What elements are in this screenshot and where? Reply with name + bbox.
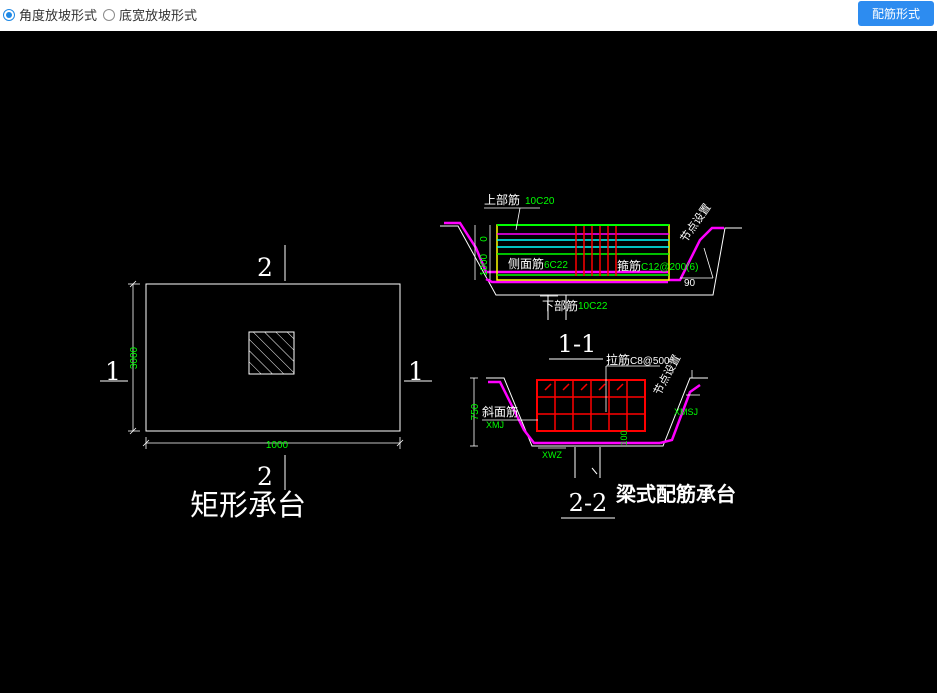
rect-section-left: 1 [105,357,121,386]
s11-side-bar-label: 侧面筋 [508,256,544,271]
rect-dim-height: 3000 [129,346,140,369]
s22-tie-label: 拉筋 [606,352,630,367]
s22-dim-small: 100 [619,430,629,445]
rect-dim-width: 1000 [266,440,289,451]
cad-drawing-canvas[interactable]: 2 2 1 1 3000 1000 矩形承台 [0,31,937,693]
rect-section-bottom: 2 [257,462,273,491]
s11-top-bar-value: 10C20 [525,196,555,207]
width-slope-radio[interactable]: 底宽放坡形式 [103,5,197,24]
s22-xmsj: XMSJ [674,407,698,417]
s11-stirrup-label: 箍筋 [617,258,641,273]
rect-cap-plan [100,245,432,490]
s11-bottom-bar-label: 下部筋 [542,298,578,313]
s11-dim-a: 0 [479,236,490,242]
main-title: 梁式配筋承台 [615,482,736,506]
s11-angle: 90 [684,278,696,289]
s22-slope-label: 斜面筋 [482,404,518,419]
cap-outline [145,283,401,432]
s11-dim-b: 1000 [479,253,490,276]
s11-node-label: 节点设置 [678,201,714,244]
section-1-1 [440,207,742,360]
radio-checked-icon [3,8,15,21]
s11-bottom-bar-value: 10C22 [578,301,608,312]
s11-title: 1-1 [558,330,597,358]
toolbar: 角度放坡形式 底宽放坡形式 配筋形式 [0,0,937,31]
rect-section-right: 1 [408,357,424,386]
column-hatch [248,331,295,375]
s22-slope-code: XMJ [486,420,504,430]
angle-slope-label: 角度放坡形式 [19,8,98,23]
rect-cap-title: 矩形承台 [190,488,306,522]
cad-drawing: 2 2 1 1 3000 1000 矩形承台 [100,192,742,522]
section-2-2 [470,365,708,519]
radio-unchecked-icon [103,8,116,21]
slope-mode-radio-group: 角度放坡形式 底宽放坡形式 [3,5,203,24]
s11-top-bar-label: 上部筋 [484,192,520,207]
s22-xwz: XWZ [542,450,562,460]
s22-tie-value: C8@500 [630,356,670,367]
width-slope-label: 底宽放坡形式 [119,8,198,23]
angle-slope-radio[interactable]: 角度放坡形式 [3,5,97,24]
s11-stirrup-value: C12@200(6) [641,262,698,273]
rect-section-top: 2 [257,253,273,282]
s22-title: 2-2 [569,489,608,517]
s11-side-bar-value: 6C22 [544,260,568,271]
s22-dim-h: 750 [470,403,481,420]
reinforcement-type-button[interactable]: 配筋形式 [858,1,934,26]
